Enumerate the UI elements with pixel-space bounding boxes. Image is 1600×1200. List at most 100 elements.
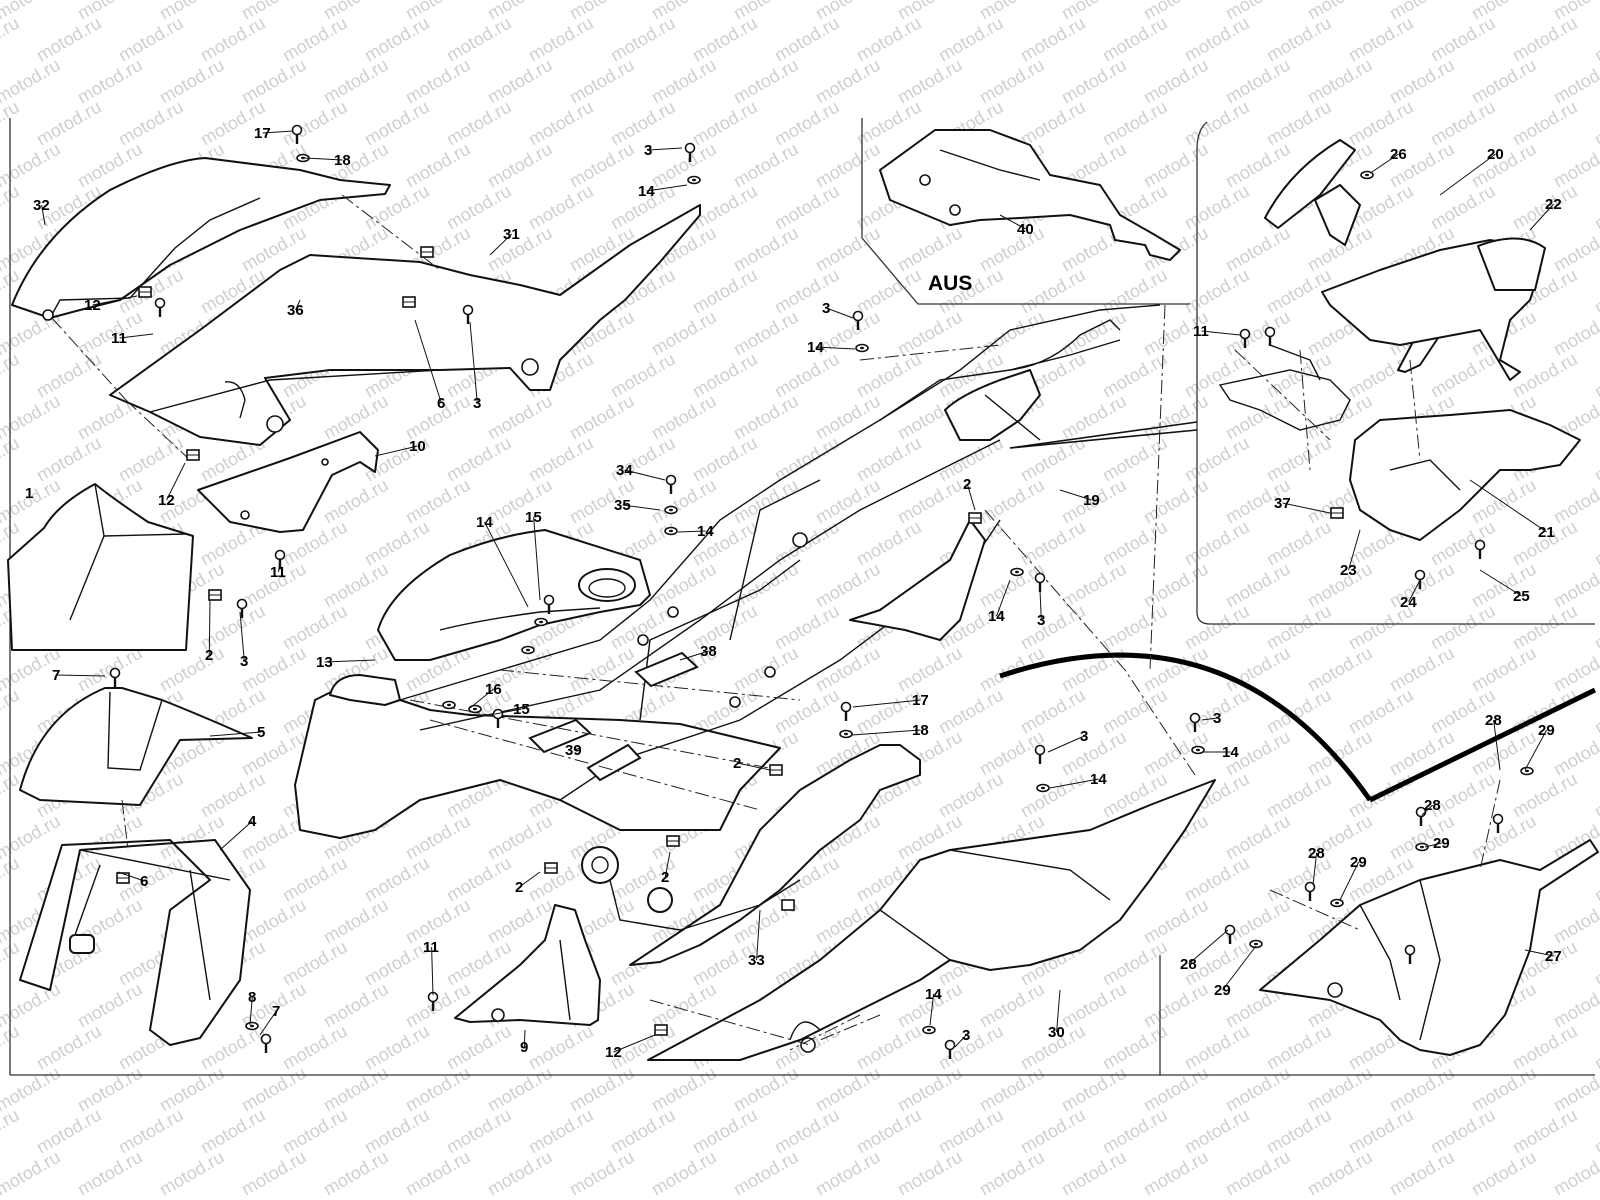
watermark-text: motod.ru xyxy=(361,853,433,906)
washer-fastener xyxy=(664,526,678,536)
watermark-text: motod.ru xyxy=(0,685,23,738)
callout-leader-line xyxy=(489,233,512,256)
watermark-text: motod.ru xyxy=(402,979,474,1032)
callout-label: 14 xyxy=(807,339,824,356)
watermark-text: motod.ru xyxy=(279,853,351,906)
watermark-text: motod.ru xyxy=(607,1105,679,1158)
watermark-text: motod.ru xyxy=(0,853,23,906)
watermark-text: motod.ru xyxy=(156,1063,228,1116)
watermark-text: motod.ru xyxy=(812,475,884,528)
watermark-text: motod.ru xyxy=(976,55,1048,108)
callout-leader-line xyxy=(249,996,253,1026)
washer-fastener xyxy=(534,617,548,627)
watermark-text: motod.ru xyxy=(607,349,679,402)
callout-label: 27 xyxy=(1545,948,1562,965)
watermark-text: motod.ru xyxy=(402,55,474,108)
callout-leader-line xyxy=(1439,153,1496,196)
watermark-text: motod.ru xyxy=(566,391,638,444)
callout-label: 12 xyxy=(158,492,175,509)
watermark-text: motod.ru xyxy=(935,685,1007,738)
watermark-text: motod.ru xyxy=(566,139,638,192)
callout-label: 3 xyxy=(1080,728,1088,745)
clip-fastener xyxy=(402,296,416,308)
watermark-text: motod.ru xyxy=(853,13,925,66)
watermark-text: motod.ru xyxy=(812,559,884,612)
callout-leader-line xyxy=(1529,203,1554,231)
callout-label: 11 xyxy=(270,564,286,581)
tail-cowl xyxy=(1259,839,1599,1056)
callout-label: 2 xyxy=(963,476,971,493)
callout-label: 5 xyxy=(257,724,265,741)
watermark-text: motod.ru xyxy=(1263,97,1335,150)
watermark-text: motod.ru xyxy=(1181,13,1253,66)
watermark-text: motod.ru xyxy=(648,475,720,528)
callout-label: 34 xyxy=(616,462,633,479)
watermark-text: motod.ru xyxy=(115,97,187,150)
callout-leader-line xyxy=(929,993,935,1026)
watermark-text: motod.ru xyxy=(1181,265,1253,318)
callout-label: 14 xyxy=(988,608,1005,625)
headlight-upper-fairing xyxy=(11,157,391,321)
watermark-text: motod.ru xyxy=(648,307,720,360)
watermark-text: motod.ru xyxy=(566,643,638,696)
watermark-text: motod.ru xyxy=(1468,1147,1540,1200)
watermark-text: motod.ru xyxy=(648,1063,720,1116)
watermark-text: motod.ru xyxy=(1222,811,1294,864)
watermark-text: motod.ru xyxy=(1181,1105,1253,1158)
watermark-text: motod.ru xyxy=(238,55,310,108)
watermark-text: motod.ru xyxy=(1591,265,1600,318)
callout-label: 1 xyxy=(25,485,33,502)
watermark-text: motod.ru xyxy=(33,433,105,486)
watermark-text: motod.ru xyxy=(935,1105,1007,1158)
callout-leader-line xyxy=(262,130,294,134)
watermark-text: motod.ru xyxy=(730,55,802,108)
callout-leader-line xyxy=(1201,330,1241,336)
watermark-text: motod.ru xyxy=(1222,391,1294,444)
callout-leader-line xyxy=(1282,502,1331,514)
watermark-text: motod.ru xyxy=(1058,1147,1130,1200)
watermark-text: motod.ru xyxy=(156,55,228,108)
callout-leader-line xyxy=(815,346,856,350)
watermark-text: motod.ru xyxy=(0,349,23,402)
watermark-text: motod.ru xyxy=(115,433,187,486)
watermark-text: motod.ru xyxy=(33,1021,105,1074)
callout-label: 6 xyxy=(140,873,148,890)
watermark-text: motod.ru xyxy=(33,97,105,150)
watermark-text: motod.ru xyxy=(566,55,638,108)
callout-label: 29 xyxy=(1538,722,1555,739)
watermark-text: motod.ru xyxy=(1509,769,1581,822)
callout-label: 38 xyxy=(700,643,717,660)
callout-leader-line xyxy=(1056,989,1061,1033)
front-mudguard-lower xyxy=(19,839,251,1046)
callout-label: 35 xyxy=(614,497,631,514)
watermark-text: motod.ru xyxy=(1140,559,1212,612)
callout-label: 14 xyxy=(638,183,655,200)
belly-side-panel xyxy=(629,744,921,966)
watermark-text: motod.ru xyxy=(1304,1063,1376,1116)
callout-label: 12 xyxy=(605,1044,622,1061)
callout-leader-line xyxy=(613,1034,656,1053)
watermark-text: motod.ru xyxy=(443,1021,515,1074)
watermark-text: motod.ru xyxy=(1550,139,1600,192)
watermark-text: motod.ru xyxy=(74,1147,146,1200)
callout-label: 7 xyxy=(52,667,60,684)
watermark-text: motod.ru xyxy=(1345,13,1417,66)
callout-label: 2 xyxy=(515,879,523,896)
watermark-text: motod.ru xyxy=(443,1105,515,1158)
callout-label: 31 xyxy=(503,226,520,243)
aus-inset-title: AUS xyxy=(928,272,972,295)
callout-leader-line xyxy=(219,820,253,851)
screw-fastener xyxy=(154,297,166,319)
callout-label: 36 xyxy=(287,302,304,319)
watermark-text: motod.ru xyxy=(320,1063,392,1116)
watermark-text: motod.ru xyxy=(1591,1105,1600,1158)
watermark-text: motod.ru xyxy=(894,1063,966,1116)
callout-leader-line xyxy=(1479,569,1522,597)
callout-leader-line xyxy=(966,483,976,511)
watermark-text: motod.ru xyxy=(1058,1063,1130,1116)
watermark-text: motod.ru xyxy=(1468,1063,1540,1116)
callout-label: 3 xyxy=(644,142,652,159)
callout-leader-line xyxy=(295,299,301,311)
callout-label: 20 xyxy=(1487,146,1504,163)
